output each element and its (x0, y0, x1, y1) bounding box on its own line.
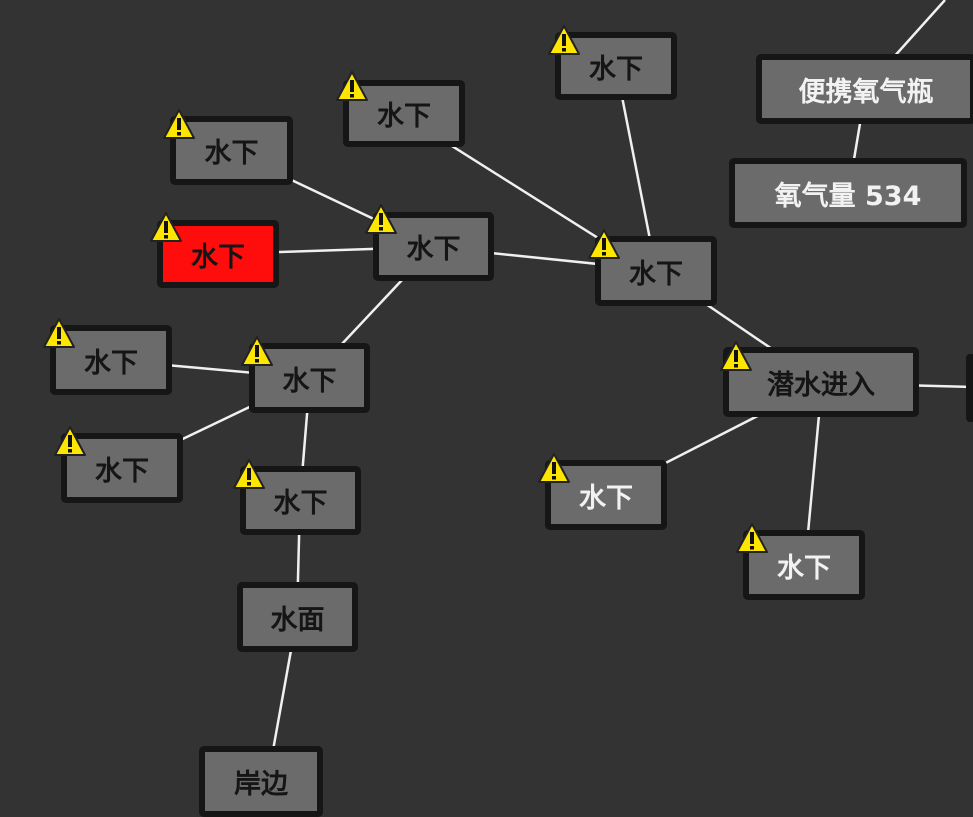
node-label: 潜水进入 (767, 369, 875, 401)
warning-triangle-icon (336, 71, 368, 101)
map-node-underwater[interactable]: 水下 (373, 212, 494, 281)
node-label: 水下 (589, 53, 643, 85)
offscreen-node-edge (966, 354, 973, 422)
warning-triangle-icon (365, 204, 397, 234)
node-label: 水下 (191, 241, 245, 273)
warning-triangle-icon (150, 212, 182, 242)
warning-triangle-icon (54, 426, 86, 456)
map-node-underwater[interactable]: 水下 (170, 116, 293, 185)
map-node-underwater[interactable]: 水下 (555, 32, 677, 100)
node-label: 水下 (629, 258, 683, 290)
node-label: 水下 (282, 365, 337, 397)
map-node-underwater[interactable]: 水下 (240, 466, 361, 535)
map-node-shore[interactable]: 岸边 (199, 746, 323, 817)
warning-triangle-icon (43, 318, 75, 348)
warning-triangle-icon (233, 459, 265, 489)
warning-triangle-icon (720, 341, 752, 371)
node-label: 水下 (84, 347, 138, 379)
warning-triangle-icon (548, 25, 580, 55)
warning-triangle-icon (163, 109, 195, 139)
map-node-underwater[interactable]: 水下 (595, 236, 717, 306)
node-label: 便携氧气瓶 (798, 76, 934, 108)
map-node-underwater[interactable]: 水下 (743, 530, 865, 600)
map-node-underwater[interactable]: 水下 (61, 433, 183, 503)
warning-triangle-icon (588, 229, 620, 259)
map-node-underwater[interactable]: 水下 (545, 460, 667, 530)
map-node-dive-entry[interactable]: 潜水进入 (723, 347, 919, 417)
map-node-underwater[interactable]: 水下 (343, 80, 465, 147)
node-label: 水下 (777, 552, 831, 584)
node-label: 氧气量 534 (774, 180, 922, 212)
warning-triangle-icon (241, 336, 273, 366)
node-label: 水下 (204, 138, 259, 169)
node-label: 水下 (95, 455, 149, 487)
warning-triangle-icon (736, 523, 768, 553)
warning-triangle-icon (538, 453, 570, 483)
map-node-portable-oxygen-tank[interactable]: 便携氧气瓶 (756, 54, 973, 124)
node-label: 水下 (377, 101, 431, 132)
map-node-water-surface[interactable]: 水面 (237, 582, 358, 652)
node-label: 水下 (579, 482, 633, 514)
node-label: 水面 (270, 604, 325, 636)
map-node-oxygen-amount[interactable]: 氧气量 534 (729, 158, 967, 228)
map-node-underwater[interactable]: 水下 (249, 343, 370, 413)
map-node-underwater-selected[interactable]: 水下 (157, 220, 279, 288)
node-label: 水下 (273, 488, 328, 519)
map-node-underwater[interactable]: 水下 (50, 325, 172, 395)
node-label: 水下 (406, 234, 461, 265)
node-label: 岸边 (234, 769, 288, 800)
